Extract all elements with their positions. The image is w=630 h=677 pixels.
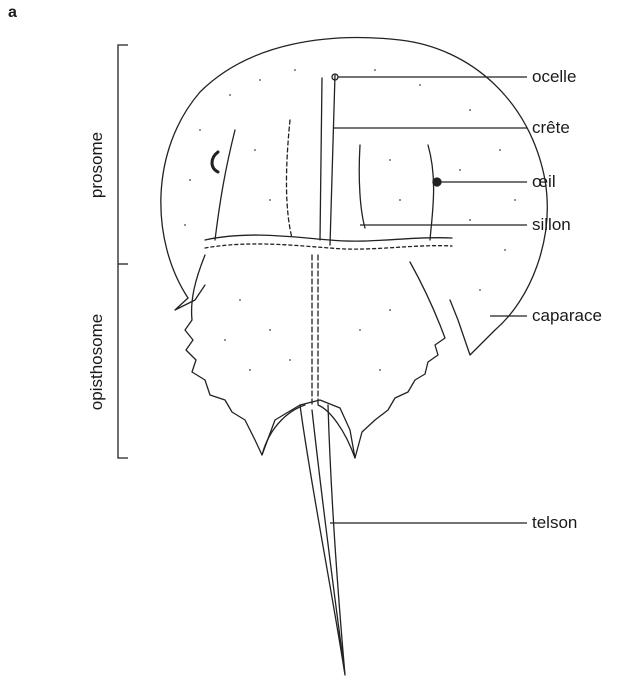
label-sillon: sillon bbox=[532, 215, 571, 235]
left-lateral-ridge bbox=[215, 130, 235, 240]
medial-ridge bbox=[320, 75, 335, 245]
label-caparace: caparace bbox=[532, 306, 602, 326]
opisthosome-outline bbox=[185, 255, 445, 458]
label-opisthosome: opisthosome bbox=[87, 307, 107, 417]
label-ocelle: ocelle bbox=[532, 67, 576, 87]
left-eye-mark bbox=[212, 152, 218, 172]
label-prosome: prosome bbox=[87, 130, 107, 200]
prosome-left-flap bbox=[175, 285, 205, 310]
prosome-outline bbox=[161, 38, 547, 355]
shell-texture bbox=[184, 69, 516, 371]
label-crete: crête bbox=[532, 118, 570, 138]
right-eye-mark bbox=[433, 178, 441, 186]
right-lateral-ridge bbox=[428, 145, 434, 240]
telson bbox=[300, 405, 345, 675]
hinge-line bbox=[205, 235, 452, 241]
label-telson: telson bbox=[532, 513, 577, 533]
prosome-bracket bbox=[118, 45, 128, 264]
label-oeil: œil bbox=[532, 172, 556, 192]
opisthosome-bracket bbox=[118, 264, 128, 458]
